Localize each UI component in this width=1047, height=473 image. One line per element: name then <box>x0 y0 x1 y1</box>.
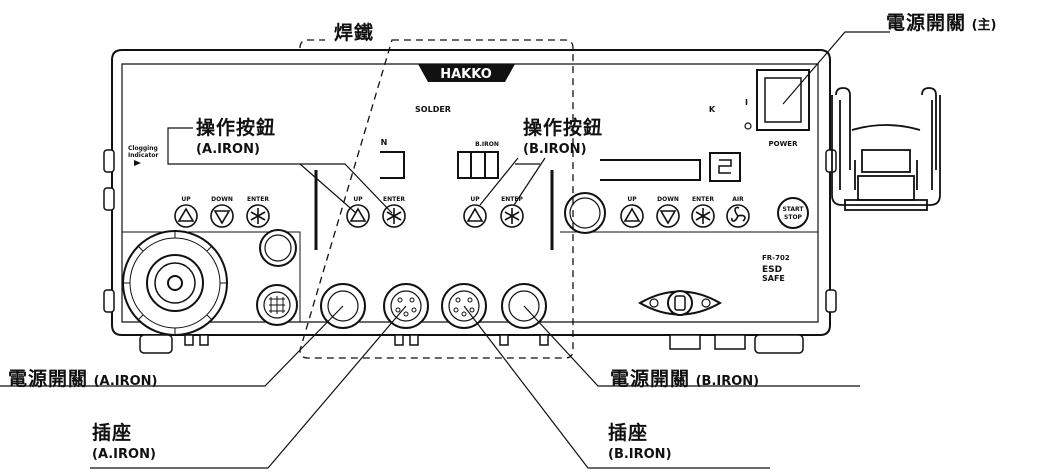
esd-logo-line-1: ESD <box>762 265 782 275</box>
callout-buttons-b-en: (B.IRON) <box>523 142 587 157</box>
display-a <box>380 151 405 179</box>
asterisk-icon <box>695 208 711 224</box>
n-panel-label: N <box>381 138 388 147</box>
leader-buttons-a <box>167 127 357 214</box>
label-up-right: UP <box>627 196 637 203</box>
callout-power-a: 電源開關 (A.IRON) <box>8 364 158 391</box>
callout-power-a-en: (A.IRON) <box>93 374 158 389</box>
power-on-mark: I <box>745 98 748 107</box>
label-enter-b: ENTEP <box>501 196 523 203</box>
label-up-a: UP <box>353 196 363 203</box>
clogging-indicator-label-1: Clogging <box>128 145 158 152</box>
solder-reel-knob[interactable] <box>122 230 228 336</box>
station-body <box>111 49 831 336</box>
callout-socket-a-zh: 插座 <box>92 422 133 444</box>
callout-socket-b: 插座 (B.IRON) <box>608 418 672 462</box>
display-b <box>457 151 499 179</box>
round-buttons <box>259 192 606 267</box>
clogging-indicator-label-2: Indicator <box>128 152 158 159</box>
up-buttons <box>174 204 644 228</box>
fan-icon <box>731 206 746 222</box>
connector-left <box>256 284 298 326</box>
model-label: FR-702 <box>762 254 790 262</box>
air-button[interactable] <box>726 204 750 228</box>
air-outlet <box>637 290 723 316</box>
display-k <box>600 152 741 182</box>
enter-buttons <box>246 204 715 228</box>
brand-plate: HAKKO <box>418 64 515 82</box>
power-label: POWER <box>769 140 799 148</box>
b-iron-panel-label: B.IRON <box>475 141 499 148</box>
down-icon <box>213 210 231 225</box>
leader-power-a <box>0 305 344 387</box>
leader-power-b <box>523 305 860 387</box>
section-label-solder: SOLDER <box>415 105 451 114</box>
leader-buttons-a-2 <box>300 163 393 214</box>
asterisk-icon <box>386 208 402 224</box>
callout-buttons-a-zh: 操作按鈕 <box>196 117 277 139</box>
label-air: AIR <box>732 196 744 203</box>
label-down-left: DOWN <box>211 196 233 203</box>
callout-power-b-en: (B.IRON) <box>695 374 760 389</box>
callout-main-power-en: (主) <box>971 18 997 33</box>
callout-main-power: 電源開關 (主) <box>886 8 996 35</box>
leader-buttons-b-2 <box>513 157 546 206</box>
reel-grip-ticks <box>123 231 227 335</box>
callout-socket-b-en: (B.IRON) <box>608 447 672 462</box>
main-power-switch[interactable] <box>756 69 810 131</box>
label-enter-a: ENTER <box>383 196 405 203</box>
callout-power-b-zh: 電源開關 <box>610 368 691 390</box>
callout-buttons-a-en: (A.IRON) <box>196 142 260 157</box>
label-up-left: UP <box>181 196 191 203</box>
callout-soldering-iron-text: 焊鐵 <box>334 22 375 44</box>
up-icon <box>466 207 484 222</box>
asterisk-icon <box>250 208 266 224</box>
leader-buttons-b <box>479 157 519 206</box>
start-stop-button[interactable]: START STOP <box>777 197 809 229</box>
leader-lines <box>0 31 890 469</box>
leader-main-power <box>782 31 890 105</box>
esd-logo-line-2: SAFE <box>762 274 785 283</box>
power-indicator-lamp <box>744 122 752 130</box>
callout-socket-a: 插座 (A.IRON) <box>92 418 156 462</box>
label-down-right: DOWN <box>657 196 679 203</box>
callout-soldering-iron: 焊鐵 <box>334 18 374 45</box>
label-up-b: UP <box>470 196 480 203</box>
callout-power-b: 電源開關 (B.IRON) <box>610 364 759 391</box>
callout-socket-a-en: (A.IRON) <box>92 447 156 462</box>
start-label: START <box>782 206 804 213</box>
clogging-indicator-arrow-icon <box>134 160 141 166</box>
stop-label: STOP <box>784 214 803 221</box>
up-icon <box>623 207 641 222</box>
down-icon <box>659 210 677 225</box>
station-feet <box>139 334 804 354</box>
label-enter-right: ENTER <box>692 196 714 203</box>
leader-socket-a <box>90 305 407 469</box>
callout-buttons-b-zh: 操作按鈕 <box>523 117 604 139</box>
brand-logo: HAKKO <box>440 67 492 82</box>
round-button-upper-left-inner <box>264 234 292 262</box>
label-enter-left: ENTER <box>247 196 269 203</box>
leader-socket-b <box>463 305 770 469</box>
callout-buttons-a: 操作按鈕 (A.IRON) <box>196 113 276 157</box>
round-button-right-inner <box>569 197 601 229</box>
callout-socket-b-zh: 插座 <box>608 422 649 444</box>
asterisk-icon <box>504 208 520 224</box>
iron-holder <box>831 87 941 211</box>
button-labels: UP DOWN ENTER UP ENTER UP ENTEP UP DOWN … <box>181 196 744 203</box>
up-icon <box>349 207 367 222</box>
up-icon <box>177 207 195 222</box>
callout-power-a-zh: 電源開關 <box>8 368 89 390</box>
section-label-k: K <box>709 105 716 114</box>
callout-buttons-b: 操作按鈕 (B.IRON) <box>523 113 603 157</box>
callout-main-power-zh: 電源開關 <box>886 12 967 34</box>
down-buttons <box>210 204 680 228</box>
left-side-tabs <box>103 149 837 313</box>
panel-separators <box>314 170 554 250</box>
